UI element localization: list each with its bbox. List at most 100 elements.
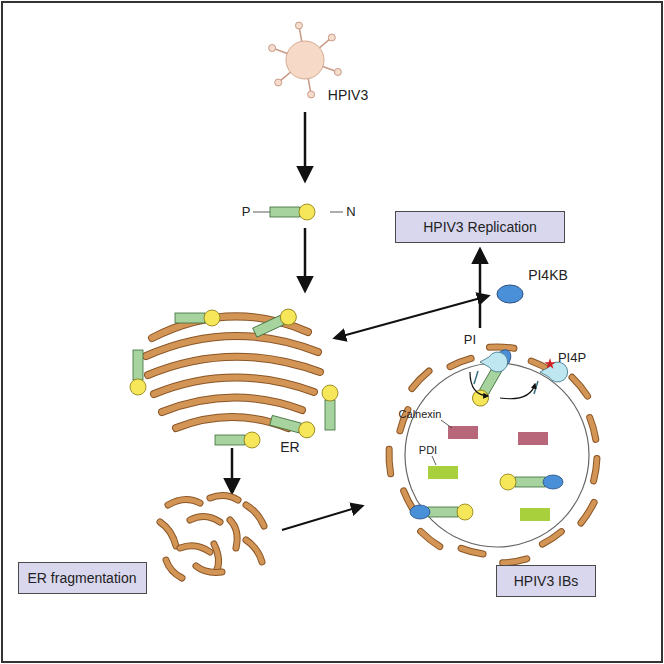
pn-complex: [130, 350, 146, 395]
pdi-protein: [520, 508, 550, 521]
lipid-icon: [474, 352, 508, 384]
pn-complex: [270, 204, 315, 220]
flow-arrow: [231, 448, 234, 492]
er-membrane: [148, 357, 320, 375]
n-protein: [130, 379, 146, 395]
er-membrane: [572, 377, 588, 396]
leader-line: [441, 420, 452, 428]
n-protein: [322, 385, 338, 401]
er-membrane: [210, 495, 238, 500]
er-membrane: [168, 499, 200, 505]
er-membrane: [594, 458, 597, 480]
er-membrane: [450, 358, 471, 366]
p-protein: [133, 350, 143, 380]
n-protein: [244, 432, 260, 448]
lipid-tail: [474, 371, 478, 384]
er-membrane: [389, 449, 391, 473]
er-membrane: [160, 522, 176, 546]
er-membrane: [214, 544, 219, 572]
er-membrane: [166, 560, 182, 578]
er-membrane: [230, 520, 237, 548]
pi4kb-enzyme: [410, 505, 430, 519]
lipid-tail: [534, 381, 538, 394]
n-protein: [204, 310, 220, 326]
outcome-box: HPIV3 Replication: [395, 211, 565, 243]
protein-label: N: [346, 205, 355, 219]
er-membrane: [246, 540, 262, 562]
enzyme-label: PI4KB: [528, 268, 568, 283]
er-membrane: [572, 377, 588, 396]
leader-line: [330, 212, 343, 213]
pn-complex: [470, 346, 515, 409]
virus-label: HPIV3: [328, 88, 368, 103]
pn-complex: [251, 306, 299, 340]
lipid-head: [480, 352, 508, 372]
er-membrane: [214, 544, 219, 572]
pn-complex: [269, 413, 317, 440]
er-membrane: [503, 559, 527, 563]
er-membrane: [168, 499, 200, 505]
flow-arrow: [479, 250, 482, 328]
lipid-label: PI: [464, 333, 476, 347]
box-label: HPIV3 Replication: [423, 219, 537, 235]
leader-line: [253, 212, 272, 213]
n-protein: [500, 474, 516, 490]
er-membrane: [421, 531, 440, 546]
protein-label: PDI: [419, 444, 437, 456]
p-protein: [270, 207, 300, 217]
calnexin-protein: [448, 426, 478, 439]
box-label: HPIV3 IBs: [514, 573, 579, 589]
pi4kb-enzyme: [497, 285, 523, 303]
protein-label: Calnexin: [399, 408, 442, 420]
er-membrane: [590, 418, 596, 440]
n-protein: [470, 387, 492, 409]
er-membrane: [594, 458, 597, 480]
er-membrane: [581, 502, 594, 523]
er-membrane: [489, 347, 513, 348]
er-membrane: [180, 546, 210, 552]
er-membrane: [581, 502, 594, 523]
er-membrane: [196, 566, 222, 572]
virus-spike: [295, 22, 302, 29]
reaction-arrow: [470, 372, 488, 396]
inclusion-body: [405, 363, 589, 547]
pn-complex: [175, 310, 220, 326]
pn-complex: [215, 432, 260, 448]
lipid-head: [540, 362, 568, 382]
pi4kb-enzyme: [543, 475, 563, 489]
er-membrane: [196, 566, 222, 572]
virus-spike: [275, 79, 282, 86]
leader-line: [432, 456, 436, 465]
virus-spike: [328, 34, 335, 41]
pn-complex: [322, 385, 338, 430]
er-membrane: [154, 377, 314, 394]
er-membrane: [246, 540, 262, 562]
er-membrane: [210, 495, 238, 500]
calnexin-protein: [518, 432, 548, 445]
er-membrane: [421, 531, 440, 546]
n-protein: [297, 420, 317, 440]
er-membrane: [190, 516, 220, 522]
stage-box: ER fragmentation: [18, 562, 147, 594]
er-membrane: [412, 371, 429, 388]
n-protein: [457, 504, 473, 520]
er-membrane: [542, 532, 561, 544]
box-label: ER fragmentation: [28, 570, 137, 586]
virus-spike: [334, 68, 341, 75]
interaction-arrow: [335, 296, 488, 338]
er-membrane: [542, 532, 561, 544]
er-membrane: [148, 357, 320, 375]
er-membrane: [230, 520, 237, 548]
er-membrane: [489, 347, 513, 348]
pdi-protein: [428, 466, 458, 479]
er-membrane: [154, 377, 314, 394]
virus-spike: [308, 91, 315, 98]
p-protein: [428, 507, 458, 517]
er-membrane: [389, 449, 391, 473]
virus: [269, 22, 342, 98]
er-membrane: [461, 548, 483, 554]
er-membrane: [461, 548, 483, 554]
er-membrane: [162, 397, 302, 412]
flow-arrow: [304, 228, 307, 290]
